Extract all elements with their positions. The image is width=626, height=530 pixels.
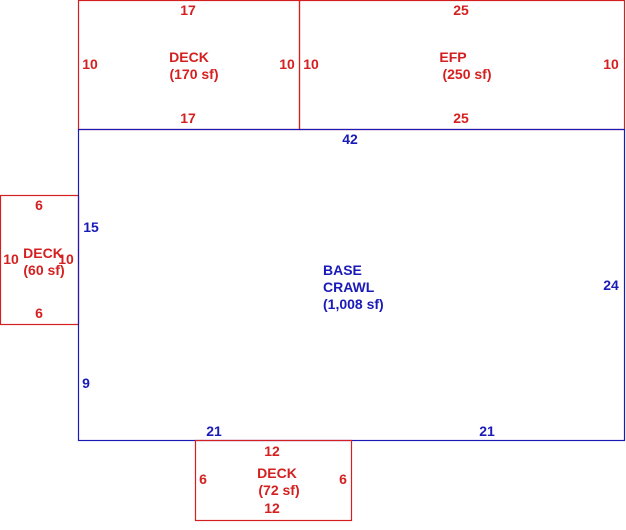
deck-top-dim-right: 10 [279, 56, 295, 72]
deck-bottom-dim-top: 12 [264, 443, 280, 459]
deck-left-dim-right: 10 [58, 251, 74, 267]
deck-top-area: 17 17 10 10 DECK (170 sf) [77, 0, 301, 131]
deck-bottom-area-label: (72 sf) [258, 482, 299, 498]
base-area-label: (1,008 sf) [323, 296, 384, 312]
deck-top-dim-top: 17 [180, 2, 196, 18]
deck-bottom-dim-bottom: 12 [264, 500, 280, 516]
deck-top-area-label: (170 sf) [169, 66, 218, 82]
efp-dim-left: 10 [303, 56, 319, 72]
deck-top-dim-bottom: 17 [180, 110, 196, 126]
deck-top-label: DECK [169, 49, 209, 65]
deck-left-dim-bottom: 6 [35, 305, 43, 321]
base-crawl-area: 42 24 15 9 21 21 BASE CRAWL (1,008 sf) [77, 128, 626, 442]
efp-dim-top: 25 [453, 2, 469, 18]
efp-label: EFP [439, 49, 466, 65]
base-label-line2: CRAWL [323, 279, 375, 295]
efp-dim-bottom: 25 [453, 110, 469, 126]
deck-left-area-label: (60 sf) [23, 262, 64, 278]
deck-bottom-outline [194, 439, 353, 522]
deck-bottom-dim-right: 6 [339, 471, 347, 487]
deck-left-dim-left: 10 [3, 251, 19, 267]
base-dim-bottom-left: 21 [206, 423, 222, 439]
deck-left-area: 6 6 10 10 DECK (60 sf) [0, 194, 80, 326]
efp-area: 25 25 10 10 EFP (250 sf) [298, 0, 626, 131]
base-dim-top: 42 [342, 131, 358, 147]
base-label-line1: BASE [323, 262, 362, 278]
deck-bottom-label: DECK [257, 465, 297, 481]
efp-dim-right: 10 [603, 56, 619, 72]
deck-left-dim-top: 6 [35, 197, 43, 213]
deck-bottom-dim-left: 6 [199, 471, 207, 487]
deck-bottom-area: 12 12 6 6 DECK (72 sf) [194, 439, 353, 522]
base-dim-right: 24 [603, 277, 619, 293]
deck-left-label: DECK [23, 245, 63, 261]
base-dim-bottom-right: 21 [479, 423, 495, 439]
base-dim-left-upper: 15 [83, 219, 99, 235]
efp-area-label: (250 sf) [442, 66, 491, 82]
deck-top-dim-left: 10 [82, 56, 98, 72]
base-dim-left-lower: 9 [82, 375, 90, 391]
